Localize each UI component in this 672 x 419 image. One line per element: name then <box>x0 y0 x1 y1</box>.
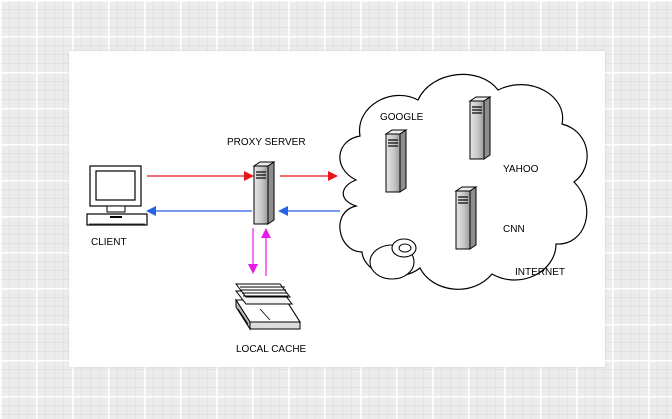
cnn-label: CNN <box>503 224 525 235</box>
yahoo-server-icon <box>469 96 491 160</box>
yahoo-label: YAHOO <box>503 164 539 175</box>
proxy-server-label: PROXY SERVER <box>227 137 306 148</box>
internet-cloud-icon <box>339 73 588 290</box>
cache-arrows <box>248 228 271 276</box>
client-computer-icon <box>86 165 148 226</box>
proxy-server-icon <box>253 161 275 225</box>
client-label: CLIENT <box>91 237 127 248</box>
google-server-icon <box>385 129 407 193</box>
local-cache-label: LOCAL CACHE <box>236 344 307 355</box>
google-label: GOOGLE <box>380 112 424 123</box>
request-arrows <box>147 171 338 181</box>
local-cache-icon <box>234 283 302 331</box>
internet-label: INTERNET <box>515 267 565 278</box>
response-arrows <box>146 206 340 216</box>
cnn-server-icon <box>455 186 477 250</box>
